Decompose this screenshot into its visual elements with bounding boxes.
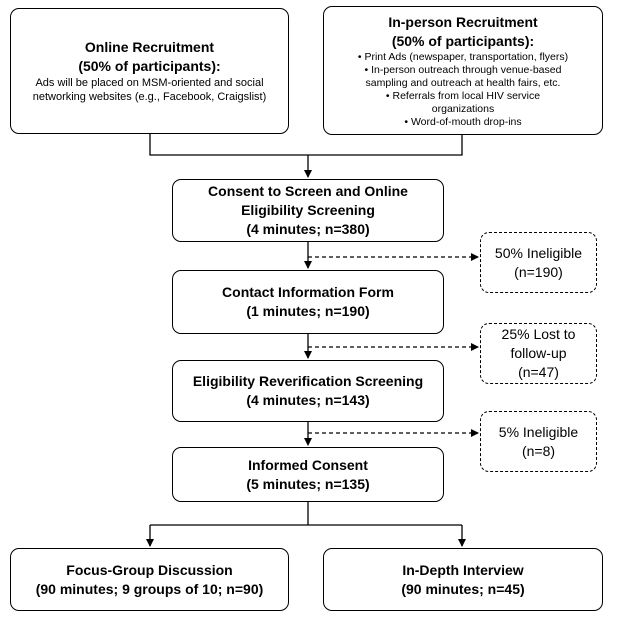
focus-group-line-1: Focus-Group Discussion [66,561,233,578]
contact-form-line-2: (1 minutes; n=190) [246,303,370,319]
reverification-line-2: (4 minutes; n=143) [246,392,370,408]
consent-screen-line-3: (4 minutes; n=380) [246,221,370,237]
lost-followup-line-1: 25% Lost to [501,326,576,342]
consent-screen-line-2: Eligibility Screening [241,202,375,218]
focus-group-box: Focus-Group Discussion (90 minutes; 9 gr… [10,548,289,611]
ineligible-1-line-2: (n=190) [514,263,563,280]
online-recruitment-title: Online Recruitment [84,39,215,55]
inperson-recruitment-subtitle: (50% of participants): [391,32,535,49]
consent-screen-box: Consent to Screen and Online Eligibility… [172,179,444,242]
online-recruitment-box: Online Recruitment (50% of participants)… [10,8,289,134]
online-recruitment-subtitle: (50% of participants): [78,58,221,74]
lost-followup-line-3: (n=47) [518,364,559,380]
inperson-bullet: • Word-of-mouth drop-ins [404,115,522,128]
ineligible-box-1: 50% Ineligible (n=190) [480,232,597,293]
ineligible-2-line-1: 5% Ineligible [498,423,579,440]
inperson-bullet: • In-person outreach through venue-based [364,63,562,76]
ineligible-box-2: 5% Ineligible (n=8) [480,411,597,472]
inperson-bullet: • Referrals from local HIV service [385,89,541,102]
inperson-recruitment-box: In-person Recruitment (50% of participan… [323,6,603,135]
inperson-bullet: organizations [431,102,495,115]
inperson-recruitment-title: In-person Recruitment [388,13,538,30]
in-depth-box: In-Depth Interview (90 minutes; n=45) [323,548,603,611]
in-depth-line-1: In-Depth Interview [402,561,524,578]
online-recruitment-desc-2: networking websites (e.g., Facebook, Cra… [32,91,267,103]
contact-form-line-1: Contact Information Form [222,284,394,300]
in-depth-line-2: (90 minutes; n=45) [401,580,525,597]
informed-consent-line-2: (5 minutes; n=135) [246,475,370,492]
consent-screen-line-1: Consent to Screen and Online [208,183,408,199]
ineligible-1-line-1: 50% Ineligible [494,244,583,261]
ineligible-2-line-2: (n=8) [521,442,556,459]
merge-connector [149,133,463,156]
reverification-box: Eligibility Reverification Screening (4 … [172,360,444,422]
inperson-bullet: sampling and outreach at health fairs, e… [365,76,561,89]
informed-consent-line-1: Informed Consent [248,456,368,473]
focus-group-line-2: (90 minutes; 9 groups of 10; n=90) [35,580,264,597]
lost-followup-box: 25% Lost to follow-up (n=47) [480,323,597,384]
online-recruitment-desc-1: Ads will be placed on MSM-oriented and s… [35,77,264,89]
informed-consent-box: Informed Consent (5 minutes; n=135) [172,447,444,502]
reverification-line-1: Eligibility Reverification Screening [192,373,424,389]
contact-form-box: Contact Information Form (1 minutes; n=1… [172,270,444,334]
lost-followup-line-2: follow-up [510,345,567,361]
inperson-bullet: • Print Ads (newspaper, transportation, … [357,50,569,63]
